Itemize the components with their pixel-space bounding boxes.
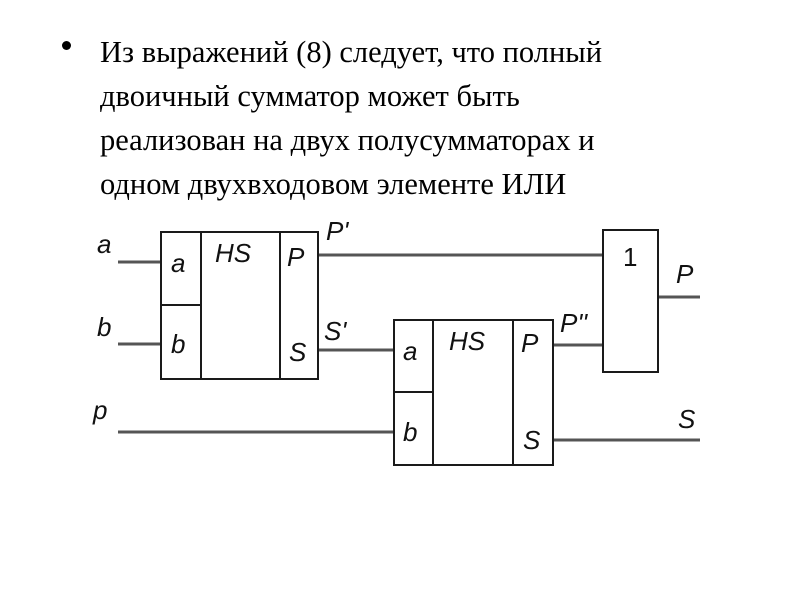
output-label-p: P bbox=[676, 259, 694, 289]
output-label-s: S bbox=[678, 404, 696, 434]
half-adder-2-out-p: P bbox=[521, 328, 539, 358]
half-adder-1: a b HS P S bbox=[160, 231, 319, 380]
half-adder-1-in-a: a bbox=[171, 248, 185, 278]
half-adder-2: a b HS P S bbox=[393, 319, 554, 466]
signal-label-p-double-prime: P'' bbox=[560, 308, 588, 338]
wires bbox=[118, 253, 700, 442]
signal-label-s-prime: S' bbox=[324, 316, 347, 346]
or-gate-body bbox=[602, 229, 659, 373]
or-gate-symbol: 1 bbox=[623, 242, 637, 272]
input-label-p: p bbox=[92, 395, 107, 425]
signal-label-p-prime: P' bbox=[326, 216, 349, 246]
bullet-marker bbox=[62, 41, 71, 50]
input-label-a: a bbox=[97, 229, 111, 259]
half-adder-1-title: HS bbox=[215, 238, 252, 268]
bullet-line: реализован на двух полусумматорах и bbox=[100, 123, 595, 157]
half-adder-2-out-s: S bbox=[523, 425, 541, 455]
input-label-b: b bbox=[97, 312, 111, 342]
half-adder-1-in-b: b bbox=[171, 329, 185, 359]
or-gate: 1 bbox=[602, 229, 659, 373]
bullet-line: одном двухвходовом элементе ИЛИ bbox=[100, 167, 567, 201]
half-adder-1-out-s: S bbox=[289, 337, 307, 367]
bullet-text: Из выражений (8) следует, что полный дво… bbox=[100, 30, 750, 206]
bullet-line: Из выражений (8) следует, что полный bbox=[100, 35, 603, 69]
half-adder-1-out-p: P bbox=[287, 242, 305, 272]
bullet-line: двоичный сумматор может быть bbox=[100, 79, 520, 113]
half-adder-2-in-a: a bbox=[403, 336, 417, 366]
half-adder-2-in-b: b bbox=[403, 417, 417, 447]
half-adder-2-title: HS bbox=[449, 326, 486, 356]
